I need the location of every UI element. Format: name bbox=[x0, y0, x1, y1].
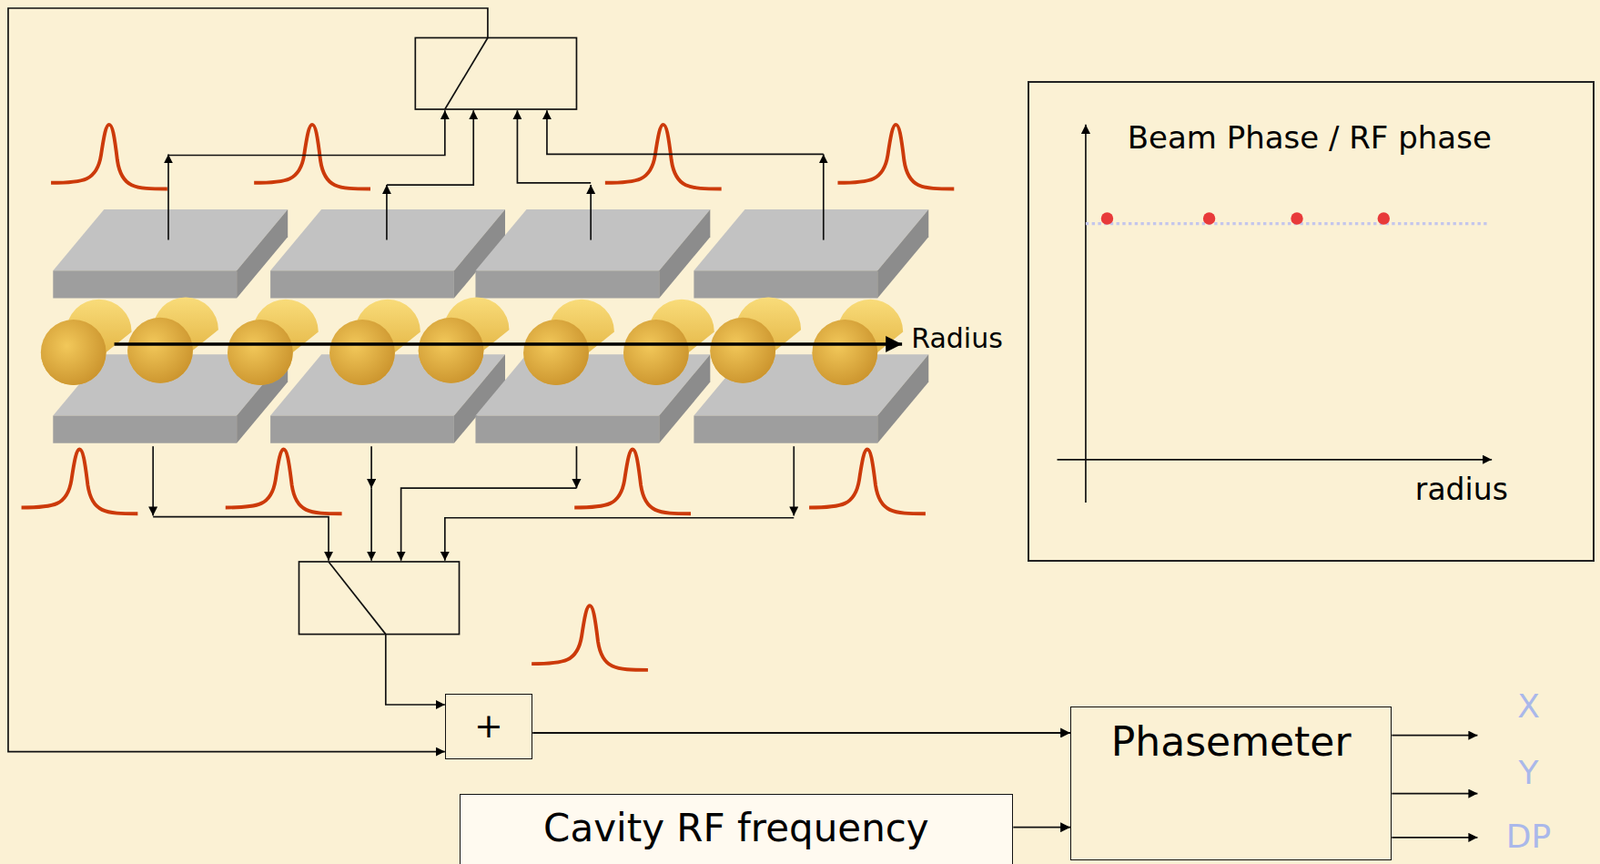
wire bbox=[385, 634, 446, 705]
output-arrow bbox=[1391, 734, 1478, 737]
beam-axis-arrow bbox=[114, 342, 903, 345]
wire bbox=[8, 8, 488, 752]
wire bbox=[516, 110, 591, 183]
wire bbox=[386, 110, 474, 185]
beam-bunch bbox=[811, 299, 903, 385]
pulse-signal bbox=[253, 124, 371, 190]
wire bbox=[151, 445, 154, 516]
combiner-symbol bbox=[445, 38, 488, 111]
chart-panel: Beam Phase / RF phase radius bbox=[1027, 81, 1595, 562]
signal-arrow bbox=[532, 731, 1071, 734]
sum-box: + bbox=[445, 693, 533, 760]
data-point bbox=[1377, 212, 1390, 224]
output-arrow bbox=[1391, 836, 1478, 839]
chart-axis bbox=[1057, 458, 1493, 461]
pulse-signal bbox=[21, 449, 139, 515]
pulse-signal bbox=[605, 124, 722, 190]
beam-bunch bbox=[329, 299, 421, 385]
wire bbox=[576, 445, 578, 488]
output-arrow bbox=[1391, 792, 1478, 795]
pulse-signal bbox=[574, 449, 691, 515]
electrode-plate bbox=[693, 209, 929, 299]
electrode-plate bbox=[270, 209, 506, 299]
wire bbox=[822, 153, 825, 240]
rf-source-box: Cavity RF frequency bbox=[459, 793, 1014, 864]
box-label: Cavity RF frequency bbox=[543, 805, 930, 851]
sum-sign: + bbox=[474, 705, 504, 748]
pulse-signal bbox=[837, 124, 954, 190]
electrode-plate bbox=[475, 209, 710, 299]
reference-line bbox=[1085, 222, 1490, 225]
axis-label: Radius bbox=[911, 322, 1003, 355]
wire bbox=[792, 445, 795, 516]
combiner-symbol bbox=[328, 561, 386, 635]
beam-bunch bbox=[709, 296, 801, 383]
wire bbox=[401, 487, 578, 561]
data-point bbox=[1203, 212, 1216, 224]
box-label: Phasemeter bbox=[1111, 718, 1352, 767]
combiner-box bbox=[299, 561, 460, 635]
data-point bbox=[1290, 212, 1303, 224]
chart-title: Beam Phase / RF phase bbox=[1127, 119, 1492, 157]
wire bbox=[370, 487, 373, 561]
phasemeter-box: Phasemeter bbox=[1070, 706, 1392, 861]
wire bbox=[167, 153, 170, 240]
wire bbox=[370, 445, 373, 488]
wire bbox=[385, 184, 388, 241]
electrode-plate bbox=[52, 209, 288, 299]
pulse-signal bbox=[531, 605, 649, 670]
axis-label: radius bbox=[1415, 471, 1509, 508]
beam-bunch bbox=[418, 296, 510, 383]
wire bbox=[589, 184, 592, 241]
wire bbox=[168, 110, 446, 155]
pulse-signal bbox=[50, 124, 168, 190]
combiner bbox=[299, 38, 578, 635]
output-signal: DP bbox=[1506, 817, 1551, 857]
beam-bunch bbox=[623, 299, 715, 385]
beam-bunch bbox=[127, 296, 219, 383]
pulse-signal bbox=[225, 449, 343, 515]
beam-bunch bbox=[40, 299, 132, 385]
wire bbox=[445, 517, 794, 561]
data-point bbox=[1101, 212, 1114, 224]
beam-bunch bbox=[523, 299, 615, 385]
output-signal: X bbox=[1517, 686, 1540, 726]
wire bbox=[152, 516, 329, 561]
output-signal: Y bbox=[1518, 752, 1540, 792]
wire bbox=[546, 110, 824, 154]
chart-axis bbox=[1084, 124, 1087, 503]
signal-arrow bbox=[1012, 826, 1071, 829]
pulse-signal bbox=[809, 449, 926, 515]
beam-bunch bbox=[227, 299, 319, 385]
combiner-box bbox=[415, 38, 577, 111]
